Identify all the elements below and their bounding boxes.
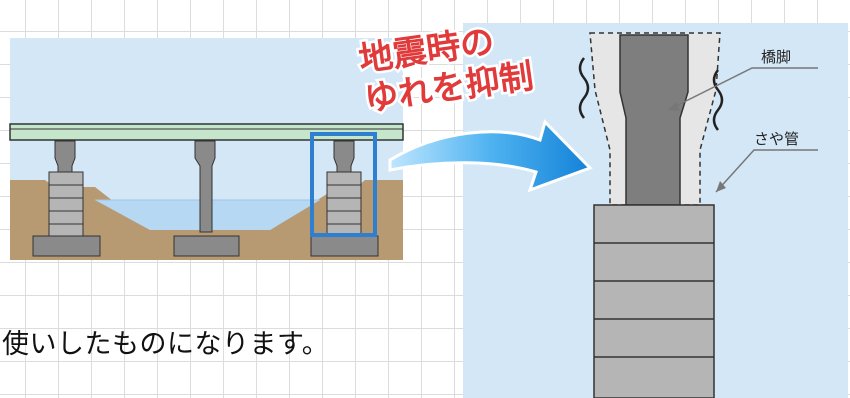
shake-wave-icon-right (712, 69, 724, 131)
caption-text: 使いしたものになります。 (2, 329, 330, 360)
pier-leader-line (667, 67, 818, 111)
arrow-right-icon (388, 119, 593, 193)
bridge-overview-panel (9, 38, 404, 260)
sleeve-leader-line (715, 149, 818, 193)
pier-label: 橋脚 (761, 48, 791, 66)
sleeve-label: さや管 (754, 130, 799, 148)
bridge-girder (9, 123, 404, 141)
detail-panel (463, 23, 848, 398)
highlight-box (310, 132, 377, 237)
pier-body (619, 34, 689, 206)
pier-middle (173, 140, 240, 257)
pier-foundation (593, 204, 715, 398)
pier-left (32, 140, 101, 257)
shake-wave-icon-left (578, 57, 590, 119)
